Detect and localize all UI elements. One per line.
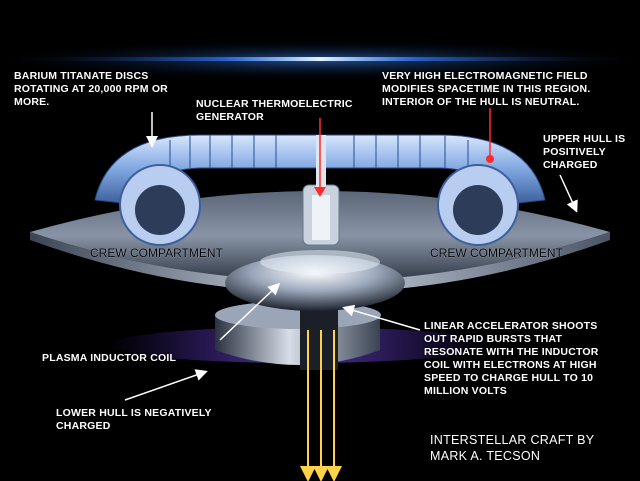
label-upper-hull: UPPER HULL IS POSITIVELY CHARGED: [543, 133, 626, 171]
crew-pod-right-core: [453, 185, 503, 235]
label-crew-right: CREW COMPARTMENT: [430, 246, 563, 260]
disc-stack: [169, 135, 469, 170]
field-pointer-dot: [486, 155, 494, 163]
label-plasma-coil: PLASMA INDUCTOR COIL: [42, 352, 177, 364]
generator-pointer-head: [314, 187, 326, 197]
plasma-pointer: [219, 282, 281, 341]
energy-streak: [0, 57, 640, 61]
accelerator-shaft: [300, 310, 338, 370]
lower-hull-pointer: [124, 369, 208, 401]
label-nuclear-generator: NUCLEAR THERMOELECTRIC GENERATOR: [196, 98, 353, 123]
lower-hull: [215, 315, 380, 365]
credit: INTERSTELLAR CRAFT BY MARK A. TECSON: [430, 433, 595, 463]
accelerator-pointer: [342, 304, 421, 331]
hull-rim: [30, 232, 610, 293]
label-lower-hull: LOWER HULL IS NEGATIVELY CHARGED: [56, 407, 212, 432]
label-em-field: VERY HIGH ELECTROMAGNETIC FIELD MODIFIES…: [382, 70, 591, 108]
label-barium-discs: BARIUM TITANATE DISCS ROTATING AT 20,000…: [14, 70, 168, 108]
generator-core: [312, 195, 330, 240]
upper-hull-pointer: [559, 174, 578, 213]
label-crew-left: CREW COMPARTMENT: [90, 246, 223, 260]
crew-pod-left-core: [135, 185, 185, 235]
label-linear-accelerator: LINEAR ACCELERATOR SHOOTS OUT RAPID BURS…: [424, 320, 599, 397]
generator-mast: [316, 135, 326, 190]
inductor-glow: [260, 250, 380, 274]
